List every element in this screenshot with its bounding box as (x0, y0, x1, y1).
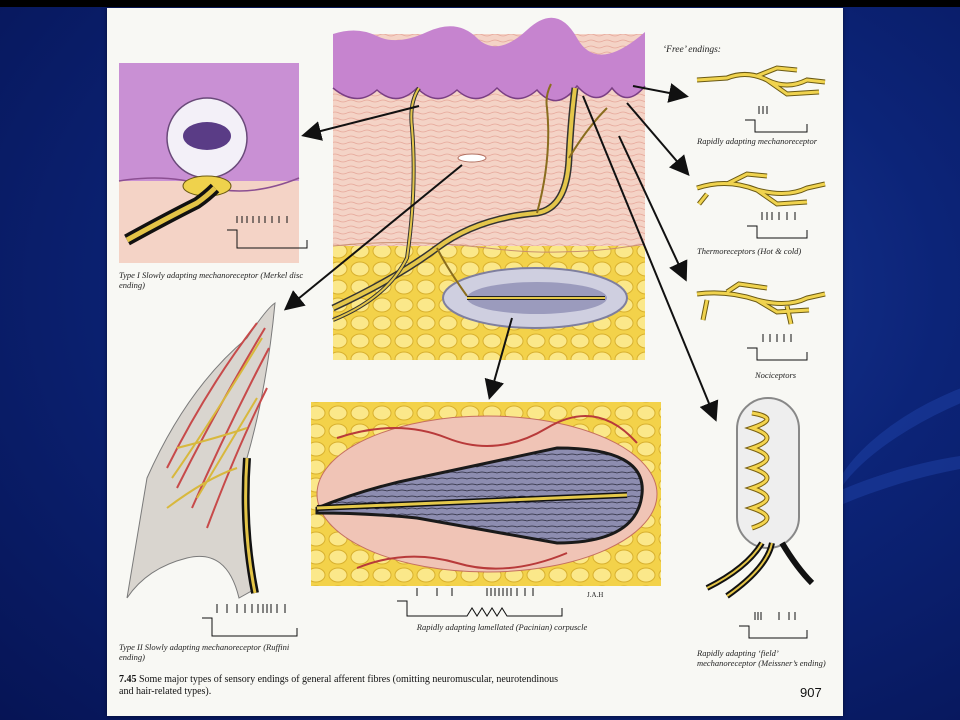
ruffini-panel (126, 302, 298, 637)
top-stripe (0, 0, 960, 7)
free-endings-label: ‘Free’ endings: (663, 45, 721, 55)
nociceptor-fibre (696, 281, 826, 361)
rapid-mechanoreceptor-label: Rapidly adapting mechanoreceptor (697, 136, 818, 146)
thermoreceptors-label: Thermoreceptors (Hot & cold) (697, 246, 802, 256)
figure-caption-text: Some major types of sensory endings of g… (119, 674, 559, 697)
rapid-mechanoreceptor-fibre (696, 65, 826, 133)
figure-number: 7.45 (119, 674, 137, 685)
figure-caption: 7.45 Some major types of sensory endings… (119, 674, 569, 698)
ruffini-label: Type II Slowly adapting mechanoreceptor … (119, 642, 290, 662)
page-number: 907 (800, 685, 822, 700)
artist-signature: J.A.H (587, 591, 604, 599)
meissner-panel (705, 397, 815, 639)
skin-section (331, 17, 646, 360)
meissner-label: Rapidly adapting ‘field’ mechanoreceptor… (697, 648, 826, 668)
thermoreceptor-fibre (696, 171, 826, 239)
pointer-arrows (283, 83, 719, 422)
merkel-panel (118, 63, 308, 263)
textbook-plate: ‘Free’ endings: Rapidly adapting mechano… (107, 8, 843, 716)
merkel-label: Type I Slowly adapting mechanoreceptor (… (119, 270, 304, 290)
free-endings-group (696, 65, 826, 361)
pacinian-panel (311, 402, 661, 617)
nociceptors-label: Nociceptors (755, 370, 797, 380)
sensory-endings-diagram (118, 17, 826, 639)
pacinian-label: Rapidly adapting lamellated (Pacinian) c… (416, 622, 588, 632)
